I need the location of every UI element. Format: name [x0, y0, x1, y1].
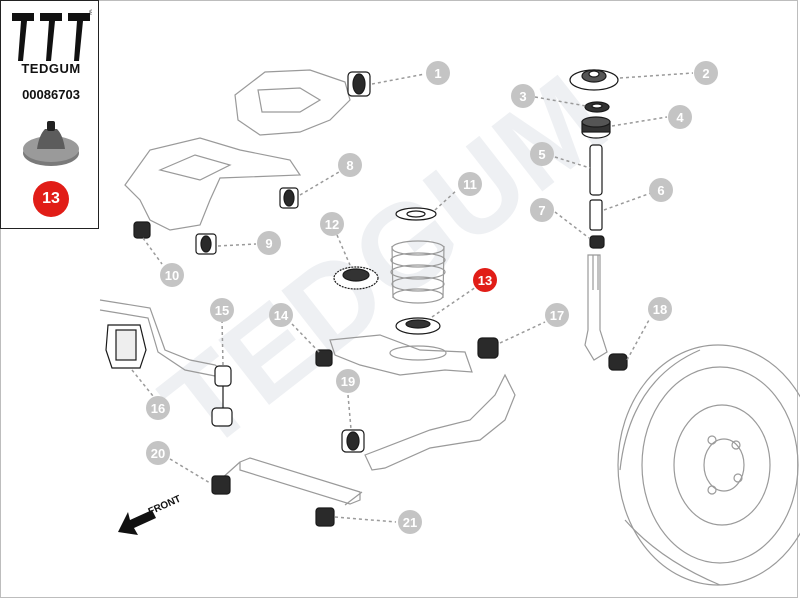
svg-text:3: 3: [519, 89, 526, 104]
brand-name: TEDGUM: [21, 61, 81, 76]
coil-spring-art: [390, 240, 446, 304]
svg-text:9: 9: [265, 236, 272, 251]
part-12-bearing: [333, 266, 379, 290]
part-info-panel: ® TEDGUM 00086703 13: [0, 0, 99, 229]
callout-10[interactable]: 10: [160, 263, 184, 287]
part-21-bushing: [315, 507, 335, 527]
svg-text:13: 13: [478, 273, 492, 288]
svg-text:20: 20: [151, 446, 165, 461]
part-16-stabilizer-bushing: [105, 324, 147, 369]
callout-13[interactable]: 13: [473, 268, 497, 292]
leader-lines: [131, 72, 694, 523]
callout-19[interactable]: 19: [336, 369, 360, 393]
part-18-bushing: [608, 353, 628, 371]
callouts: 1 2 3 4 5 6 7 8 9 10 11 12 13 14 15 16 1…: [146, 61, 718, 534]
part-thumbnail: [23, 121, 79, 166]
part-13-spring-pad: [395, 317, 441, 335]
lateral-link: [239, 457, 361, 505]
front-arrow: FRONT: [118, 494, 183, 535]
trailing-arm: [364, 373, 516, 471]
svg-text:8: 8: [346, 158, 353, 173]
callout-1[interactable]: 1: [426, 61, 450, 85]
part-5-bump-stop: [589, 144, 603, 196]
callout-16[interactable]: 16: [146, 396, 170, 420]
svg-text:17: 17: [550, 308, 564, 323]
callout-5[interactable]: 5: [530, 142, 554, 166]
front-label: FRONT: [147, 494, 183, 518]
part-10-bushing: [133, 221, 151, 239]
svg-text:18: 18: [653, 302, 667, 317]
shock-absorber: [584, 254, 608, 361]
svg-text:4: 4: [676, 110, 684, 125]
svg-text:19: 19: [341, 374, 355, 389]
part-8-bushing: [279, 187, 299, 209]
part-1-bushing: [347, 71, 371, 97]
svg-text:12: 12: [325, 217, 339, 232]
part-20-bushing: [211, 475, 231, 495]
callout-20[interactable]: 20: [146, 441, 170, 465]
callout-9[interactable]: 9: [257, 231, 281, 255]
wheel-art: [617, 344, 800, 586]
parts: [105, 69, 628, 527]
part-14-bushing: [315, 349, 333, 367]
callout-7[interactable]: 7: [530, 198, 554, 222]
svg-text:10: 10: [165, 268, 179, 283]
callout-12[interactable]: 12: [320, 212, 344, 236]
part-17-bushing: [477, 337, 499, 359]
selected-part-badge: 13: [33, 181, 69, 217]
callout-11[interactable]: 11: [458, 172, 482, 196]
part-6-dust-cover: [589, 199, 603, 231]
svg-text:2: 2: [702, 66, 709, 81]
svg-text:14: 14: [274, 308, 289, 323]
rear-subframe: [124, 137, 302, 231]
callout-18[interactable]: 18: [648, 297, 672, 321]
callout-8[interactable]: 8: [338, 153, 362, 177]
part-4-mount: [581, 116, 611, 139]
callout-2[interactable]: 2: [694, 61, 718, 85]
part-15-end-link: [211, 365, 233, 427]
callout-4[interactable]: 4: [668, 105, 692, 129]
part-2-top-mount: [569, 69, 619, 91]
svg-text:21: 21: [403, 515, 417, 530]
part-3-washer: [584, 101, 610, 113]
part-7-bushing: [589, 235, 605, 249]
svg-text:5: 5: [538, 147, 545, 162]
tedgum-logo: ®: [12, 9, 92, 61]
part-11-spring-seat: [395, 207, 437, 221]
svg-text:6: 6: [657, 183, 664, 198]
part-number: 00086703: [22, 87, 80, 102]
callout-21[interactable]: 21: [398, 510, 422, 534]
callout-17[interactable]: 17: [545, 303, 569, 327]
svg-text:15: 15: [215, 303, 229, 318]
lower-control-arm: [329, 334, 473, 376]
line-art: [99, 69, 800, 586]
svg-text:11: 11: [463, 177, 477, 192]
part-9-bushing: [195, 233, 217, 255]
callout-15[interactable]: 15: [210, 298, 234, 322]
callout-14[interactable]: 14: [269, 303, 293, 327]
callout-6[interactable]: 6: [649, 178, 673, 202]
svg-text:7: 7: [538, 203, 545, 218]
svg-text:16: 16: [151, 401, 165, 416]
svg-text:1: 1: [434, 66, 441, 81]
registered-mark: ®: [89, 9, 92, 17]
differential-housing: [234, 69, 351, 136]
callout-3[interactable]: 3: [511, 84, 535, 108]
part-19-bushing: [341, 429, 365, 453]
